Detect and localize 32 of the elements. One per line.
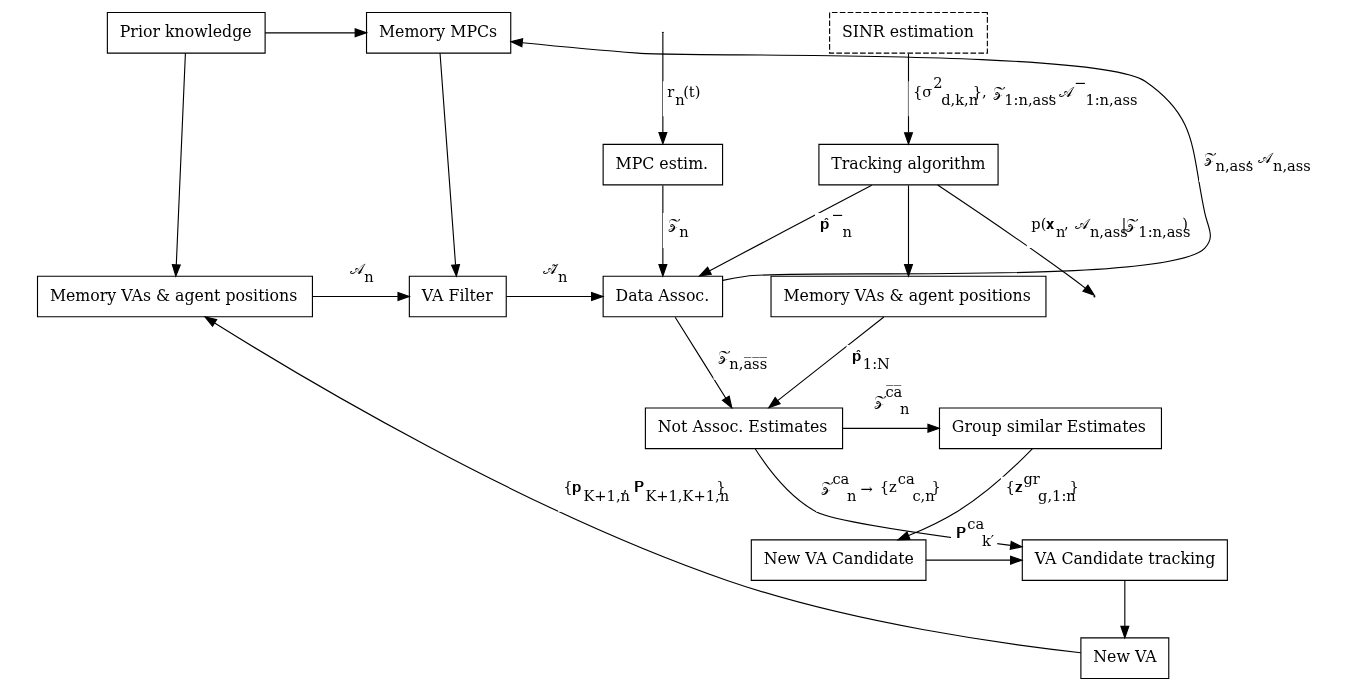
arrow — [925, 555, 1024, 565]
arrow — [697, 184, 872, 277]
arrow — [203, 316, 1081, 654]
arrow — [766, 316, 884, 409]
arrow — [657, 33, 668, 146]
node-box: New VA Candidate — [750, 539, 927, 581]
node-box: Group similar Estimates — [938, 407, 1162, 450]
arrow — [1119, 580, 1130, 640]
arrow — [657, 184, 668, 278]
node-box: VA Filter — [408, 275, 507, 318]
node-box: Tracking algorithm — [817, 143, 999, 186]
node-box: Not Assoc. Estimates — [644, 407, 843, 450]
arrow — [903, 184, 913, 278]
arrow — [508, 38, 1211, 281]
node-box: MPC estim. — [602, 143, 723, 186]
arrow — [936, 184, 1096, 297]
node-box: SINR estimation — [828, 11, 988, 54]
node-box: Memory VAs & agent positions — [36, 275, 313, 318]
node-box: New VA — [1079, 637, 1169, 680]
arrow — [264, 28, 368, 38]
arrow — [505, 291, 605, 302]
arrow — [674, 316, 733, 410]
node-box: Data Assoc. — [602, 275, 723, 318]
arrow — [438, 52, 460, 278]
node-box: Memory VAs & agent positions — [769, 275, 1047, 318]
arrow — [171, 52, 186, 278]
node-box: Memory MPCs — [365, 11, 511, 54]
arrow — [841, 423, 941, 434]
node-box: Prior knowledge — [106, 11, 266, 54]
arrow — [895, 448, 1033, 541]
arrow — [311, 291, 411, 302]
node-box: VA Candidate tracking — [1021, 539, 1228, 581]
